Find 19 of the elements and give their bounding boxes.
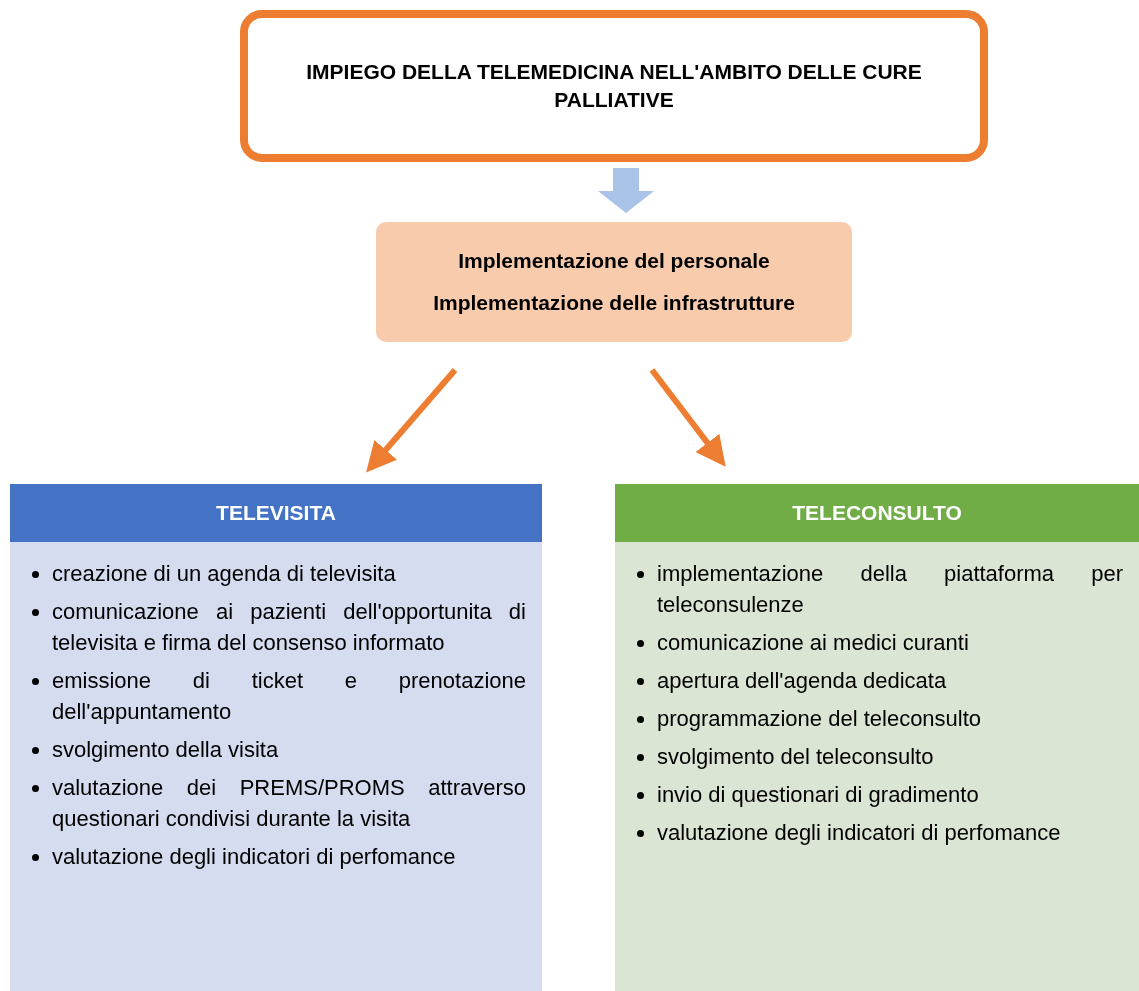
block-arrow (598, 168, 654, 213)
arrow (649, 368, 726, 467)
list-item: apertura dell'agenda dedicata (657, 667, 948, 695)
title-box (240, 10, 988, 162)
list-item: valutazione degli indicatori di perfomance (657, 819, 1062, 847)
list-item: svolgimento del teleconsulto (657, 743, 935, 771)
list-item: programmazione del teleconsulto (657, 705, 983, 733)
panel-header: TELECONSULTO (615, 484, 1139, 542)
title-text: IMPIEGO DELLA TELEMEDICINA NELL'AMBITO DELLE CURE PALLIATIVE (305, 58, 923, 113)
arrow (366, 368, 458, 473)
list-item: svolgimento della visita (52, 736, 280, 764)
box-text: Implementazione del personale (458, 249, 770, 273)
box-text: Implementazione delle infrastrutture (433, 291, 795, 315)
process-box (376, 222, 852, 342)
list-item: comunicazione ai medici curanti (657, 629, 970, 657)
list-item: creazione di un agenda di televisita (52, 560, 397, 588)
list-item: invio di questionari di gradimento (657, 781, 980, 809)
panel-header: TELEVISITA (10, 484, 542, 542)
list-item: valutazione degli indicatori di perfomance (52, 843, 457, 871)
